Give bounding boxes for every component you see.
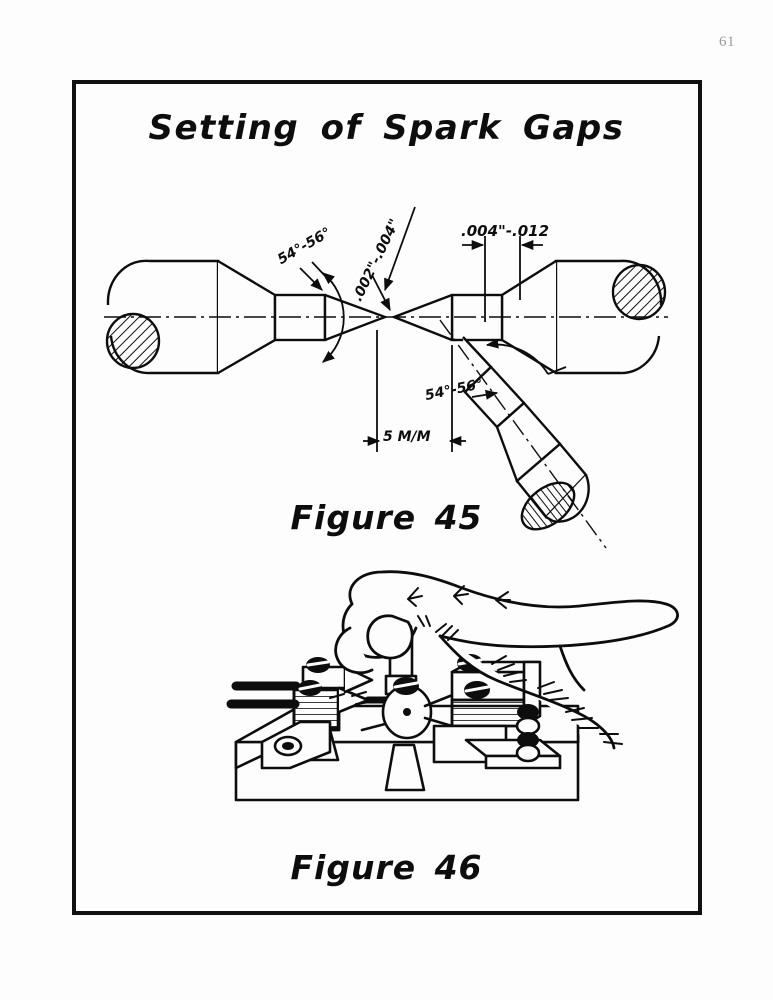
- figure-46-caption: Figure 46: [290, 848, 483, 887]
- gap-dimension-label: .004"-.012: [461, 222, 550, 240]
- page-number: 61: [719, 34, 735, 50]
- figure-45-caption: Figure 45: [290, 498, 483, 537]
- page-title: Setting of Spark Gaps: [148, 108, 625, 148]
- length-dimension-label: 5 M/M: [383, 429, 431, 445]
- plate-border: [72, 80, 702, 915]
